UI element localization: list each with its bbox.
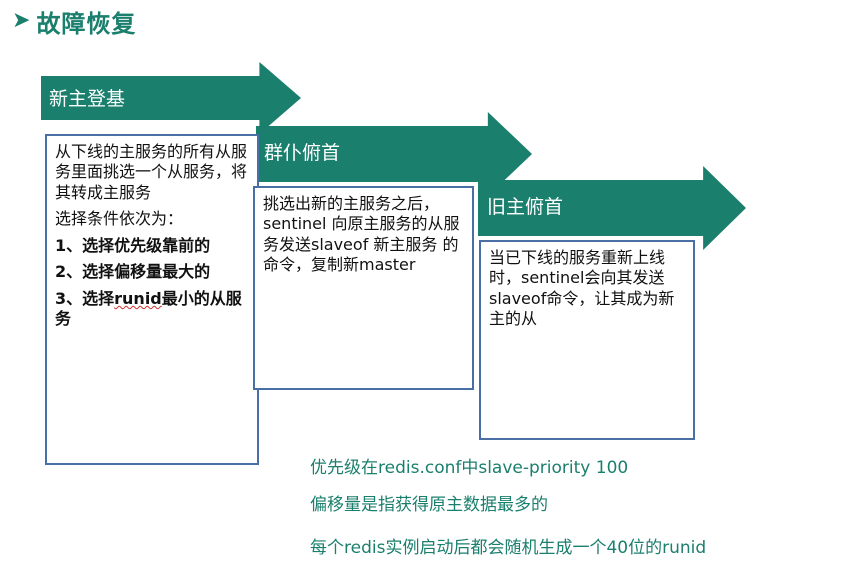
criteria-item-offset: 2、选择偏移量最大的 bbox=[55, 262, 211, 282]
criteria-item-runid: 3、选择runid最小的从服务 bbox=[55, 289, 251, 330]
stage-3-label: 旧主俯首 bbox=[487, 196, 564, 218]
stage-1-summary: 从下线的主服务的所有从服务里面挑选一个从服务，将其转成主服务 bbox=[55, 142, 248, 202]
stage-1-label: 新主登基 bbox=[49, 88, 126, 110]
stage-2-text: 挑选出新的主服务之后，sentinel 向原主服务的从服务发送slaveof 新… bbox=[263, 194, 460, 275]
note-runid: 每个redis实例启动后都会随机生成一个40位的runid bbox=[310, 538, 707, 558]
stage-3-arrow bbox=[478, 166, 746, 250]
criteria-item-runid-suffix: 最小的从服务 bbox=[55, 288, 242, 329]
criteria-item-runid-prefix: 3、选择 bbox=[55, 288, 115, 308]
triangle-arrow-icon: ➤ bbox=[12, 8, 31, 33]
section-heading: ➤ 故障恢复 bbox=[12, 4, 136, 38]
stage-2-label: 群仆俯首 bbox=[264, 142, 341, 164]
stage-3-description: 当已下线的服务重新上线时，sentinel会向其发送slaveof命令，让其成为… bbox=[479, 240, 695, 440]
note-priority: 优先级在redis.conf中slave-priority 100 bbox=[310, 458, 629, 478]
stage-2-description: 挑选出新的主服务之后，sentinel 向原主服务的从服务发送slaveof 新… bbox=[253, 186, 474, 390]
section-title: 故障恢复 bbox=[36, 8, 137, 38]
selection-criteria-heading: 选择条件依次为： bbox=[55, 209, 184, 229]
criteria-item-priority: 1、选择优先级靠前的 bbox=[55, 235, 211, 255]
runid-keyword: runid bbox=[114, 288, 162, 308]
stage-1-description: 从下线的主服务的所有从服务里面挑选一个从服务，将其转成主服务 选择条件依次为： … bbox=[45, 134, 259, 465]
stage-3-text: 当已下线的服务重新上线时，sentinel会向其发送slaveof命令，让其成为… bbox=[489, 248, 675, 329]
note-offset: 偏移量是指获得原主数据最多的 bbox=[310, 495, 548, 515]
